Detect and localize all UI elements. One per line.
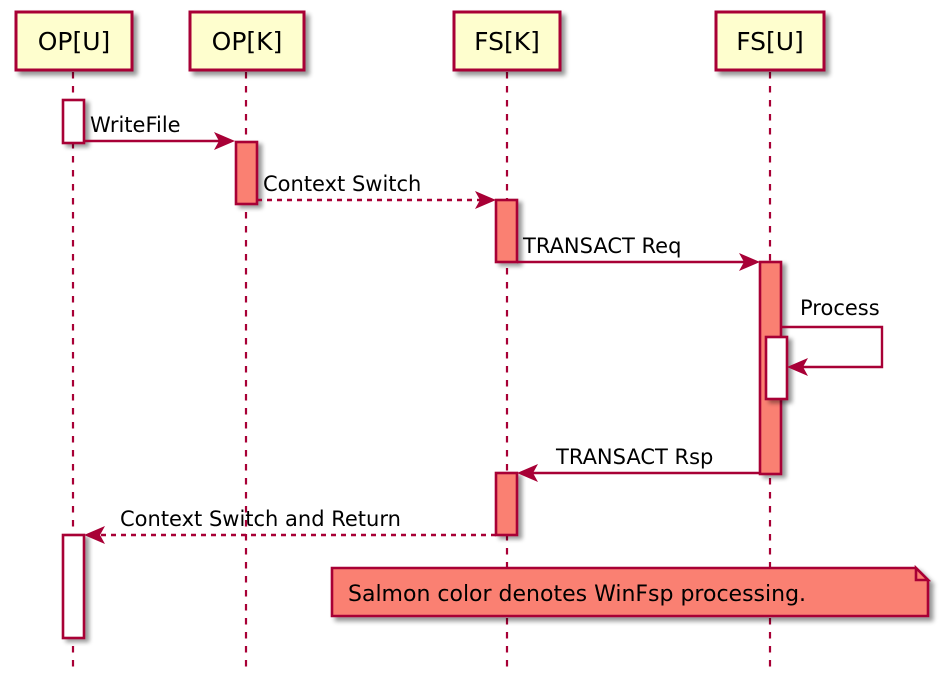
participant-label-fs-u: FS[U] [736,27,804,56]
arrow-head-writefile [214,132,235,150]
arrow-head-process-self [787,358,808,376]
activation-bar-fs-k-2[interactable] [494,471,519,537]
arrow-head-transact-rsp [517,464,538,482]
activation-bar-op-u-2[interactable] [61,533,86,640]
participant-box-op-u[interactable] [14,10,134,72]
participant-op-k[interactable]: OP[K] [188,10,306,72]
activation-bar-fs-k-1[interactable] [494,198,519,264]
activation-bar-fs-u-nested[interactable] [764,335,789,401]
arrow-head-context-switch-return [84,526,105,544]
note-winfsp-processing[interactable]: Salmon color denotes WinFsp processing. [330,564,932,618]
message-context-switch-return[interactable]: Context Switch and Return [84,507,496,544]
arrow-head-transact-req [739,253,760,271]
participant-fs-u[interactable]: FS[U] [714,10,826,72]
message-label-context-switch: Context Switch [263,172,421,196]
message-label-writefile: WriteFile [90,113,181,137]
activation-bar-op-k-1[interactable] [234,140,259,206]
participant-label-fs-k: FS[K] [474,27,540,56]
note-text: Salmon color denotes WinFsp processing. [348,582,806,607]
arrow-head-context-switch [475,191,496,209]
message-context-switch[interactable]: Context Switch [257,172,496,209]
message-transact-req[interactable]: TRANSACT Req [517,234,760,271]
message-process-self[interactable]: Process [781,296,884,376]
participant-box-fs-k[interactable] [452,10,562,72]
participant-op-u[interactable]: OP[U] [14,10,134,72]
activation-bar-op-u-1[interactable] [61,98,86,145]
message-label-transact-rsp: TRANSACT Rsp [555,445,713,469]
message-label-transact-req: TRANSACT Req [522,234,681,258]
participant-label-op-u: OP[U] [38,27,111,56]
participant-box-fs-u[interactable] [714,10,826,72]
participant-label-op-k: OP[K] [212,27,283,56]
message-label-process-self: Process [800,296,880,320]
participant-box-op-k[interactable] [188,10,306,72]
participant-fs-k[interactable]: FS[K] [452,10,562,72]
message-writefile[interactable]: WriteFile [84,113,235,150]
message-transact-rsp[interactable]: TRANSACT Rsp [517,445,760,482]
note-fold-corner [914,564,932,582]
message-line-process-self [781,325,884,369]
message-label-context-switch-return: Context Switch and Return [120,507,401,531]
note-body[interactable] [330,566,930,618]
